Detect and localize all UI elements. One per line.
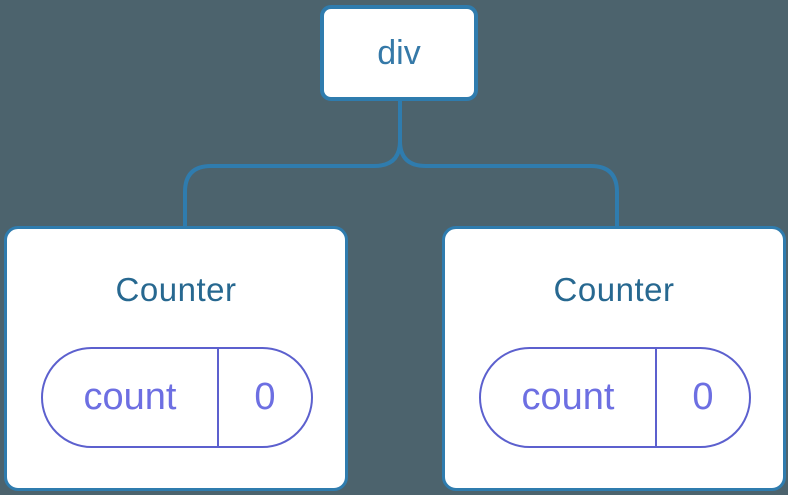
counter-node-title: Counter: [553, 271, 675, 308]
state-value: 0: [655, 349, 749, 446]
counter-node-right: Counter count 0: [442, 226, 786, 491]
state-pill: count 0: [41, 347, 313, 448]
state-key-label: count: [83, 376, 177, 418]
root-node-label: div: [377, 33, 421, 72]
counter-node-title: Counter: [115, 271, 237, 308]
counter-node-left: Counter count 0: [4, 226, 348, 491]
connector-branch-left: [183, 140, 402, 228]
state-key-label: count: [521, 376, 615, 418]
state-pill: count 0: [479, 347, 751, 448]
state-value: 0: [217, 349, 311, 446]
connector-branch-right: [398, 140, 619, 228]
root-node-div: div: [320, 5, 478, 101]
